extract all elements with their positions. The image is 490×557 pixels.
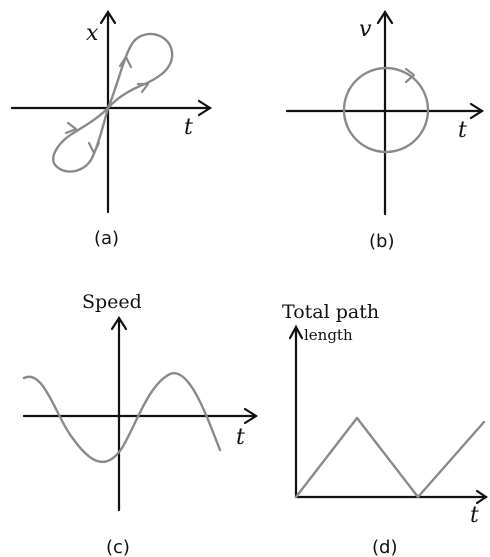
panel-a-arrow-2 <box>136 82 150 94</box>
panel-c-caption: (c) <box>106 537 130 557</box>
panel-d-y-axis-arrow <box>288 324 304 340</box>
panel-d-y-label-line2: length <box>304 326 353 344</box>
panel-b: v t (b) <box>285 9 485 252</box>
panel-d-path-length-curve <box>294 416 486 499</box>
panel-d-x-label: t <box>470 503 479 528</box>
panel-a-lower-loop <box>52 106 110 173</box>
panel-c-y-label: Speed <box>82 291 142 313</box>
panel-c-speed-curve <box>22 372 222 463</box>
panel-d-y-label-line1: Total path <box>282 301 379 323</box>
panel-d: Total path length t (d) <box>282 301 488 557</box>
panel-a-caption: (a) <box>94 228 119 249</box>
panel-b-caption: (b) <box>369 231 394 252</box>
panel-a-x-axis-arrow <box>197 99 213 117</box>
panel-a: x t (a) <box>10 9 213 249</box>
panel-c-x-label: t <box>236 425 245 450</box>
panel-b-arrow <box>404 67 416 84</box>
panel-b-x-axis-arrow <box>469 102 485 120</box>
panel-b-x-label: t <box>458 118 467 143</box>
panel-c-y-axis-arrow <box>110 315 128 331</box>
panel-d-x-axis-arrow <box>475 489 488 505</box>
panel-a-upper-loop <box>106 32 174 110</box>
panel-a-y-axis-arrow <box>99 9 117 25</box>
panel-c: Speed t (c) <box>22 291 259 557</box>
panel-a-x-label: t <box>184 115 193 140</box>
panel-a-arrow-4 <box>87 141 101 155</box>
panel-b-circle <box>342 66 430 154</box>
panel-c-x-axis-arrow <box>243 407 259 425</box>
panel-a-y-label: x <box>86 21 99 46</box>
panel-a-arrow-3 <box>64 121 78 135</box>
panel-b-y-axis-arrow <box>376 9 394 25</box>
panel-a-arrow-1 <box>118 55 133 69</box>
panel-b-y-label: v <box>359 17 372 42</box>
panel-d-caption: (d) <box>372 537 397 557</box>
